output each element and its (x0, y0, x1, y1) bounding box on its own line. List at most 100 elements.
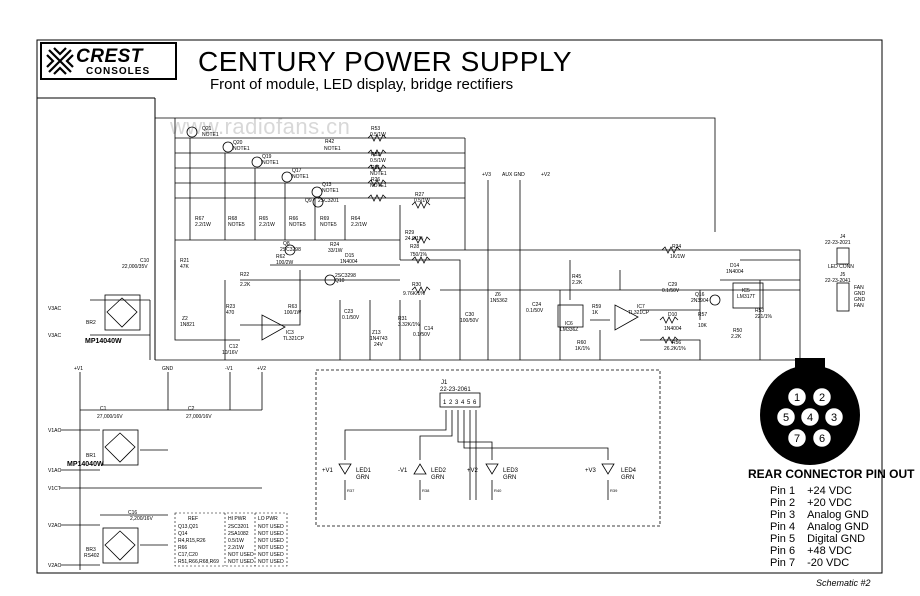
label-v2ac-1: V2AC (48, 523, 61, 529)
label-r21-val: 47K (180, 264, 190, 270)
label-c24: C24 (532, 302, 541, 308)
label-rail-v2-bottom: +V2 (257, 366, 266, 372)
transistor-symbols (186, 126, 721, 306)
label-j1-pin3: 3 (455, 400, 459, 406)
label-c14-val: 0.1/50V (413, 332, 431, 338)
table-cell: 2SA1082 (228, 531, 249, 537)
label-q8: Q8 (283, 241, 290, 247)
label-r27-val: 0.5/1W (414, 198, 430, 204)
label-fan-2: FAN (854, 303, 864, 309)
table-cell: C17,C20 (178, 552, 198, 558)
label-r42: R42 (325, 139, 334, 145)
label-r67-val: 2.2/1W (195, 222, 211, 228)
label-r45: R45 (572, 274, 581, 280)
label-c10: C10 (140, 258, 149, 264)
table-cell: 2SC3201 (228, 524, 249, 530)
label-r28-val: 750/1% (410, 252, 428, 258)
op-amp-symbols (261, 282, 764, 341)
table-cell: NOT USED (228, 552, 254, 558)
pin-value: +24 VDC (807, 485, 853, 497)
label-r51-val: NOTE1 (370, 171, 387, 177)
label-q10: Q10 (335, 278, 345, 284)
table-cell: NOT USED (258, 559, 284, 565)
label-c16-val: 2,200/16V (130, 516, 153, 522)
label-q19-note: NOTE1 (262, 160, 279, 166)
label-r69-val: NOTE5 (320, 222, 337, 228)
label-r63: R63 (288, 304, 297, 310)
label-led2-rail: -V1 (398, 468, 408, 474)
label-r34: R34 (672, 244, 681, 250)
label-led3-rail: +V2 (467, 468, 479, 474)
label-r64-val: 2.2/1W (351, 222, 367, 228)
label-r57: R57 (698, 312, 707, 318)
label-ic7-val: TL321CP (628, 310, 650, 316)
label-q17-note: NOTE1 (292, 174, 309, 180)
label-led4-res: R39 (610, 488, 618, 493)
label-gnd-2: GND (854, 297, 866, 303)
label-q9-note: 2SC3201 (318, 198, 339, 204)
label-q9: Q9 (305, 198, 312, 204)
label-r69: R69 (320, 216, 329, 222)
label-c10-val: 22,000/35V (122, 264, 148, 270)
pin-label: Pin 5 (770, 533, 796, 545)
label-r68: R68 (228, 216, 237, 222)
label-c1-val: 27,000/16V (97, 414, 123, 420)
rear-connector-socket-icon (760, 358, 860, 465)
label-c23-val: 0.1/50V (342, 315, 360, 321)
label-q20: Q20 (233, 140, 243, 146)
label-led1-ref: LED1 (356, 468, 372, 474)
spec-table-frame (174, 512, 288, 567)
label-z6: Z6 (495, 292, 501, 298)
table-cell: NOT USED (258, 552, 284, 558)
bridge-rectifier-br1-icon (102, 429, 139, 466)
label-br1: BR1 (86, 453, 96, 459)
socket-pin-1: 1 (794, 392, 800, 404)
label-ic6-val: LM336Z (560, 327, 578, 333)
label-v1ct: V1CT (48, 486, 61, 492)
socket-pin-2: 2 (819, 392, 825, 404)
label-r68-val: NOTE5 (228, 222, 245, 228)
table-cell: R4,R15,R26 (178, 538, 206, 544)
label-c16: C16 (128, 510, 137, 516)
label-r57-val: 10K (698, 323, 708, 329)
label-c30-val: 100/50V (460, 318, 479, 324)
table-cell: R66 (178, 545, 187, 551)
table-cell: 2.2/1W (228, 545, 244, 551)
led-display-box (315, 369, 661, 527)
label-ic5-val: LM317T (737, 294, 755, 300)
label-gnd-1: GND (854, 291, 866, 297)
label-r21: R21 (180, 258, 189, 264)
table-cell: Q14 (178, 531, 188, 537)
pin-row: Pin 4 Analog GND (770, 521, 869, 533)
label-rail-v1: +V1 (74, 366, 83, 372)
label-q17: Q17 (292, 168, 302, 174)
label-z6-val: 1N5362 (490, 298, 508, 304)
label-v3ac-1: V3AC (48, 306, 61, 312)
label-z2: Z2 (182, 316, 188, 322)
label-q16-val: 2N3904 (691, 298, 709, 304)
label-br3: BR3 (86, 547, 96, 553)
crest-logo: CREST CONSOLES (40, 42, 177, 80)
label-ic3: IC3 (286, 330, 294, 336)
label-r65: R65 (259, 216, 268, 222)
label-led1-rail: +V1 (322, 468, 334, 474)
label-r31: R31 (398, 316, 407, 322)
bridge-rectifier-br3-icon (102, 527, 139, 564)
label-v2ac-2: V2AC (48, 563, 61, 569)
label-q13-note: NOTE1 (322, 188, 339, 194)
label-r27: R27 (415, 192, 424, 198)
label-d15-val: 1N4004 (340, 259, 358, 265)
page-subtitle: Front of module, LED display, bridge rec… (210, 76, 514, 93)
label-c14: C14 (424, 326, 433, 332)
label-br2: BR2 (86, 320, 96, 326)
socket-pin-5: 5 (783, 412, 789, 424)
label-c30: C30 (465, 312, 474, 318)
label-led-conn: LED CONN (828, 264, 854, 270)
sheet-border (36, 39, 883, 574)
label-c2-val: 27,000/16V (186, 414, 212, 420)
label-q13: Q13 (322, 182, 332, 188)
label-r60: R60 (577, 340, 586, 346)
label-j1-pin5: 5 (467, 400, 471, 406)
label-led2-ref: LED2 (431, 468, 447, 474)
